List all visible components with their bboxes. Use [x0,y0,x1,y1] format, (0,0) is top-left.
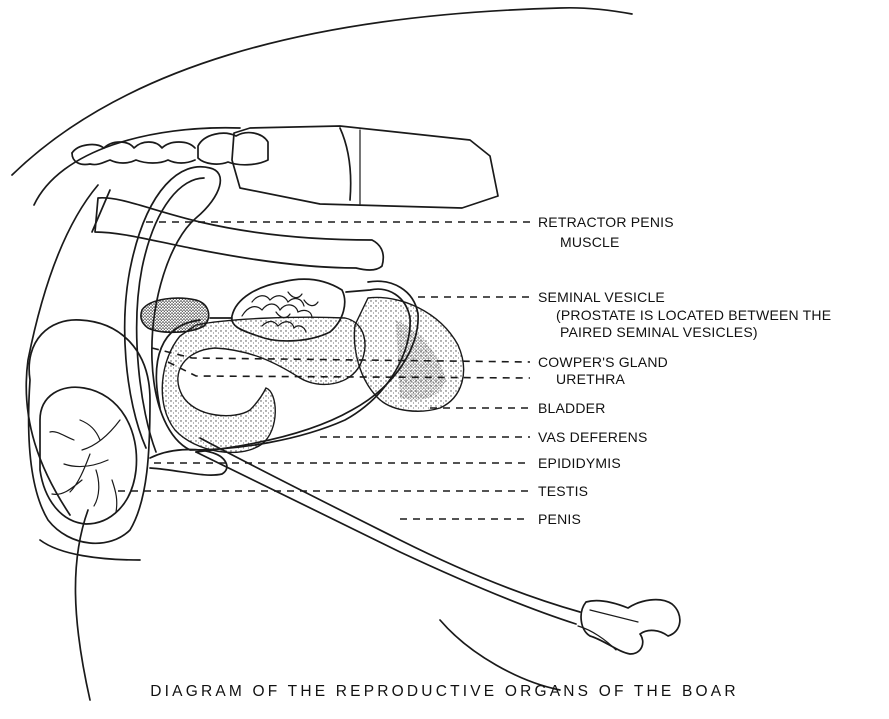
body-outline-thigh [75,510,90,700]
label-retractor-penis: RETRACTOR PENIS [538,214,674,230]
label-bladder: BLADDER [538,400,606,416]
body-outline-back [12,8,632,175]
label-epididymis: EPIDIDYMIS [538,455,621,471]
retractor-penis-muscle [95,198,383,270]
label-prostate-note-2: PAIRED SEMINAL VESICLES) [560,324,758,340]
label-urethra: URETHRA [556,371,625,387]
label-retractor-muscle: MUSCLE [560,234,620,250]
cowpers-gland [141,298,209,332]
diagram-caption: DIAGRAM OF THE REPRODUCTIVE ORGANS OF TH… [0,683,889,701]
testis [40,387,137,524]
label-penis: PENIS [538,511,581,527]
label-prostate-note-1: (PROSTATE IS LOCATED BETWEEN THE [556,307,831,323]
testis-veins [50,420,120,512]
label-seminal-vesicle: SEMINAL VESICLE [538,289,665,305]
belly-outline [440,620,560,690]
body-outline-inner [34,128,240,205]
label-cowpers-gland: COWPER'S GLAND [538,354,668,370]
label-testis: TESTIS [538,483,588,499]
penis [200,438,580,612]
label-vas-deferens: VAS DEFERENS [538,429,648,445]
